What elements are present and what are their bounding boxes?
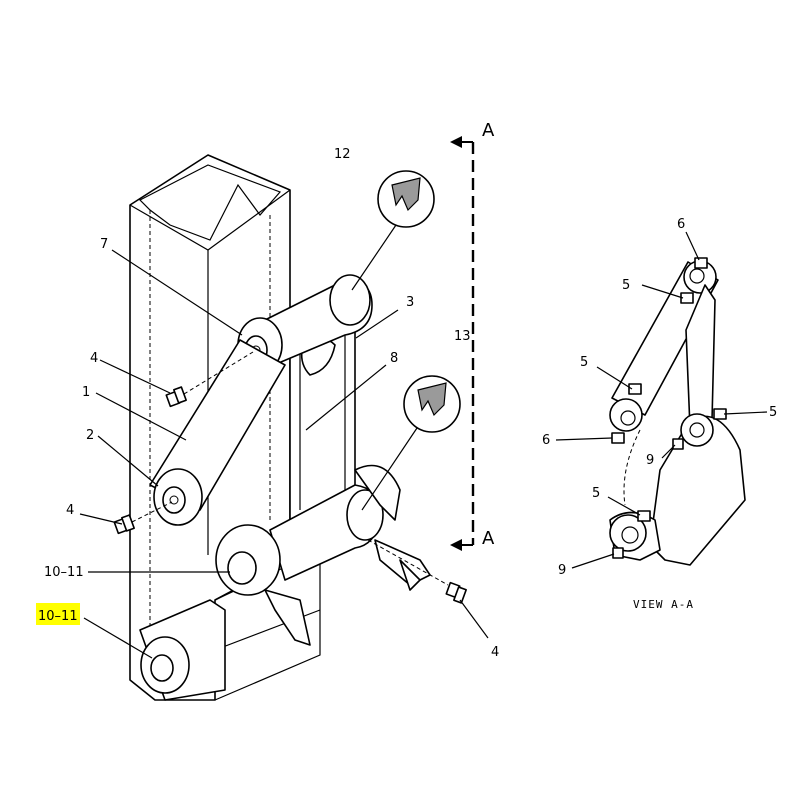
callout-3: 3 — [406, 295, 414, 310]
bolt-4c — [445, 581, 467, 604]
section-mark-top: A — [482, 120, 495, 141]
callout-10-11-upper: 10–11 — [44, 565, 84, 580]
view-callout-6-top: 6 — [677, 217, 685, 232]
view-callout-9-lower: 9 — [558, 563, 566, 578]
bolt-4a — [165, 386, 187, 408]
callout-12: 12 — [334, 147, 351, 162]
callout-7: 7 — [100, 237, 108, 252]
leader-lines — [79, 249, 489, 659]
callout-8: 8 — [390, 351, 398, 366]
callout-10-11-lower: 10–11 — [38, 609, 78, 624]
detail-13 — [361, 375, 461, 511]
section-mark-bottom: A — [482, 528, 495, 549]
callout-1: 1 — [82, 385, 90, 400]
callout-13: 13 — [454, 329, 471, 344]
highlight-marker — [36, 603, 80, 625]
lower-pin-assembly — [215, 464, 431, 596]
view-callout-5-a: 5 — [622, 278, 630, 293]
view-callout-5-c: 5 — [769, 405, 777, 420]
callout-4-right: 4 — [491, 645, 499, 660]
lower-end-boss — [139, 589, 311, 701]
callout-4-upper: 4 — [90, 351, 98, 366]
bolt-4b — [113, 514, 135, 535]
view-callout-6-bottom: 6 — [542, 433, 550, 448]
section-line-a-a — [450, 136, 475, 551]
view-title: VIEW A-A — [633, 598, 694, 611]
link-arm-1 — [149, 339, 286, 526]
view-callout-5-d: 5 — [592, 486, 600, 501]
view-callout-9-upper: 9 — [646, 453, 654, 468]
view-a-a: 6 5 5 6 5 9 5 9 — [542, 217, 777, 578]
view-callout-5-b: 5 — [580, 355, 588, 370]
callout-4-lower: 4 — [66, 503, 74, 518]
callout-2: 2 — [86, 428, 94, 443]
detail-12 — [351, 170, 435, 291]
link-bar-3 — [289, 309, 356, 521]
